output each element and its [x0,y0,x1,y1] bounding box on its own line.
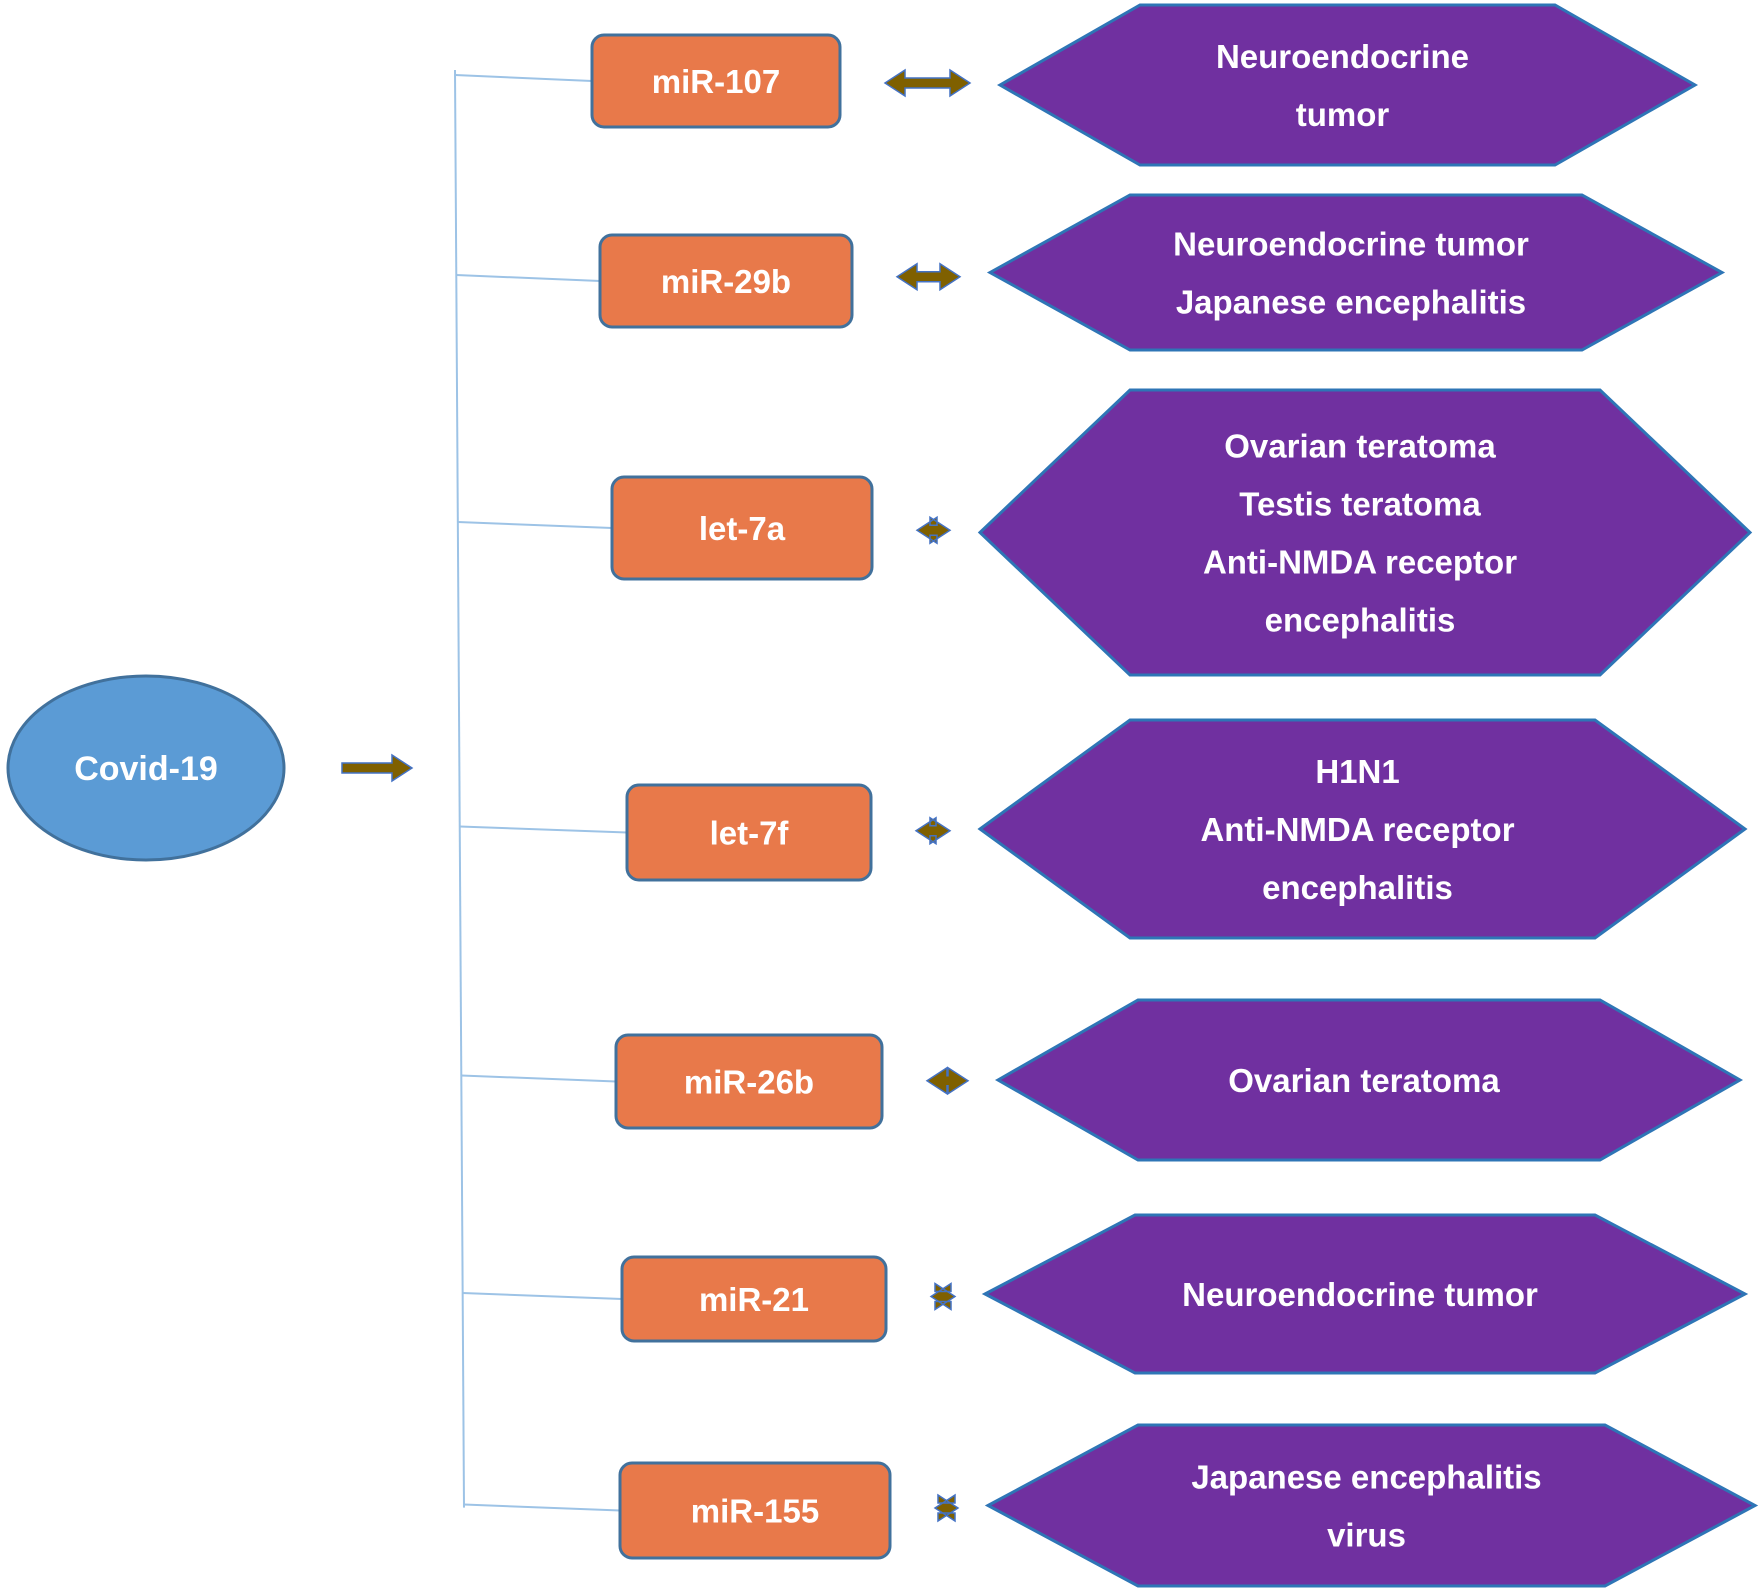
disease-hexagon: Ovarian teratoma [994,998,1744,1162]
connector-branch [461,1074,617,1083]
double-arrow-icon [895,262,962,292]
disease-label: encephalitis [1262,869,1453,906]
covid-19-ellipse [6,674,286,862]
mirna-label: let-7f [710,815,790,852]
disease-label: Japanese encephalitis [1176,284,1526,321]
disease-label: Japanese encephalitis [1191,1459,1541,1496]
disease-label: Anti-NMDA receptor [1200,811,1514,848]
row: miR-26b Ovarian teratoma [614,998,1744,1162]
mirna-label: miR-107 [652,63,780,100]
row: miR-155 Japanese encephalitis virus [618,1423,1759,1588]
mirna-box: miR-26b [614,1033,884,1130]
mirna-label: miR-155 [691,1493,819,1530]
mirna-box: miR-29b [598,233,854,329]
disease-hexagon: Neuroendocrine tumor [996,3,1699,167]
disease-label: Anti-NMDA receptor [1203,544,1517,581]
disease-label: Testis teratoma [1239,486,1481,523]
row: miR-21 Neuroendocrine tumor [620,1213,1749,1375]
mirna-box: miR-21 [620,1255,888,1343]
double-arrow-icon [929,1282,957,1311]
connector-branch [459,825,628,834]
disease-label: H1N1 [1315,753,1399,790]
mirna-rows: miR-107NeuroendocrinetumormiR-29bNeuroen… [590,3,1759,1588]
source-right-arrow [341,753,414,783]
connector-branch [455,74,593,82]
connector-lines [454,69,628,1512]
disease-hexagon: Japanese encephalitis virus [984,1423,1759,1588]
mirna-box: miR-107 [590,33,842,129]
row: miR-107 Neuroendocrine tumor [590,3,1699,167]
disease-label: Ovarian teratoma [1224,428,1496,465]
disease-label: tumor [1296,96,1390,133]
mirna-label: miR-26b [684,1064,814,1101]
disease-label: Neuroendocrine [1216,38,1469,75]
connector-branch [463,1503,621,1512]
mirna-box: let-7a [610,475,874,581]
connector-branch [457,521,613,529]
connector-trunk [454,69,465,1508]
mirna-label: let-7a [699,510,786,547]
disease-label: Neuroendocrine tumor [1173,226,1529,263]
double-arrow-icon [914,816,952,846]
double-arrow-icon [883,68,972,98]
connector-branch [462,1292,623,1300]
double-arrow-icon [933,1493,960,1523]
mirna-box: miR-155 [618,1461,892,1560]
right-arrow-icon [341,753,414,783]
double-arrow-icon [925,1066,970,1096]
disease-label: virus [1327,1517,1406,1554]
disease-label: Ovarian teratoma [1228,1062,1500,1099]
connector-branch [456,274,601,282]
double-arrow-icon [915,515,952,545]
disease-label: Neuroendocrine tumor [1182,1276,1538,1313]
disease-hexagon: Neuroendocrine tumor [981,1213,1749,1375]
source-node: Covid-19 [6,674,286,862]
mirna-box: let-7f [625,783,873,882]
covid-19-label: Covid-19 [74,750,218,788]
disease-label: encephalitis [1265,602,1456,639]
mirna-label: miR-29b [661,263,791,300]
mirna-label: miR-21 [699,1281,809,1318]
